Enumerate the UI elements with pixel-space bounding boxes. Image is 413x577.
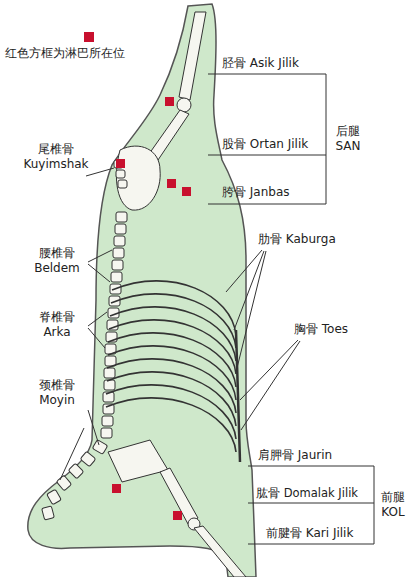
bone-label: 前腱骨 Kari Jilik (266, 526, 353, 541)
bone-label: 后腿 SAN (330, 124, 366, 154)
bone-label: 前腿 KOL (377, 490, 409, 520)
bone-label: 颈椎骨 Moyin (28, 378, 86, 408)
bone-label: 胯骨 Janbas (222, 185, 290, 200)
legend-text: 红色方框为淋巴所在位 (5, 46, 125, 61)
bone-label: 股骨 Ortan Jilik (222, 137, 308, 152)
bone-label: 肱骨 Domalak Jilik (256, 486, 358, 501)
bone-label: 腰椎骨 Beldem (28, 246, 86, 276)
bone-label: 脊椎骨 Arka (28, 310, 86, 340)
bone-label: 肩胛骨 Jaurin (258, 448, 332, 463)
legend-swatch (84, 32, 94, 42)
bone-label: 胫骨 Asik Jilik (222, 56, 299, 71)
bone-label: 尾椎骨 Kuyimshak (14, 142, 98, 172)
bone-label: 胸骨 Toes (294, 322, 348, 337)
bone-label: 肋骨 Kaburga (258, 232, 336, 247)
